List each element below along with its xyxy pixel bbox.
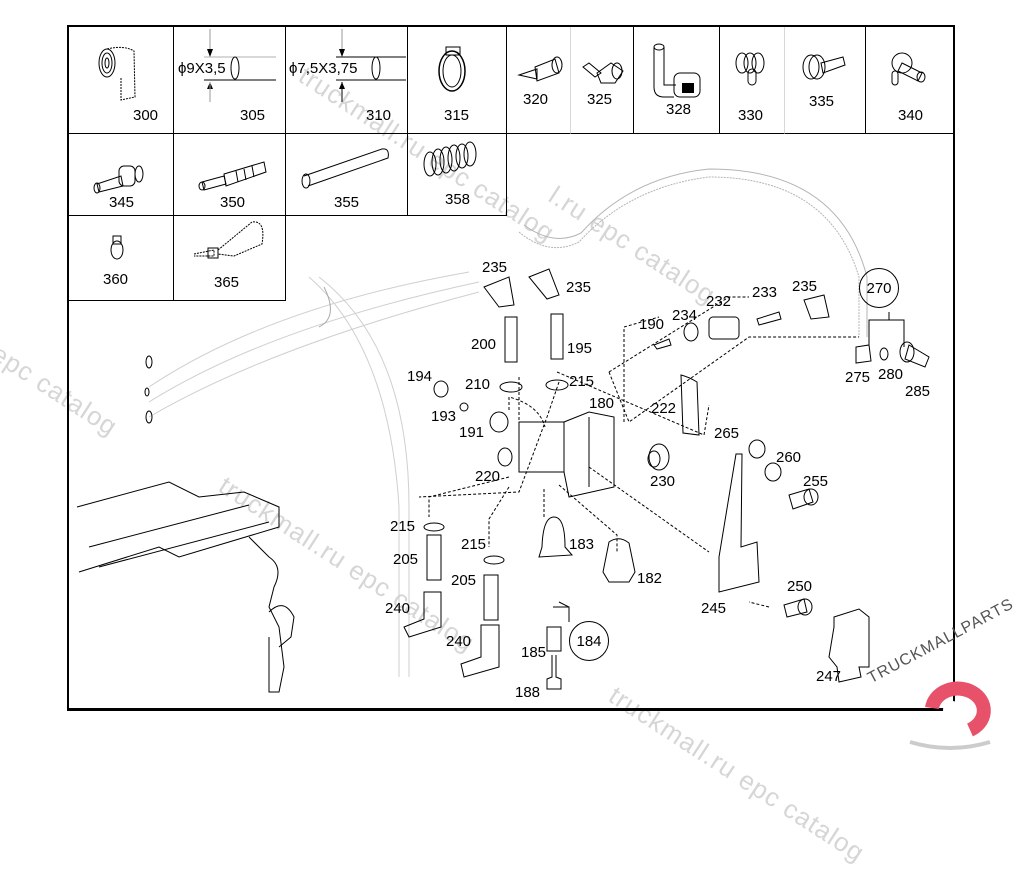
kit-cell-328[interactable]: 328 xyxy=(634,27,720,134)
kit-cell-310[interactable]: ϕ7,5X3,75 310 xyxy=(286,27,408,134)
kit-cell-340[interactable]: 340 xyxy=(866,27,955,134)
part-label-275[interactable]: 275 xyxy=(845,369,871,386)
part-label-234[interactable]: 234 xyxy=(672,307,698,324)
part-label-180[interactable]: 180 xyxy=(589,395,615,412)
part-label-222[interactable]: 222 xyxy=(651,400,677,417)
kit-label: 335 xyxy=(809,93,835,110)
kit-label: 328 xyxy=(666,101,692,118)
quick-connector-icon xyxy=(802,54,846,80)
part-label-191[interactable]: 191 xyxy=(459,424,485,441)
kit-label: 340 xyxy=(898,107,924,124)
part-label-205[interactable]: 205 xyxy=(451,572,477,589)
elbow-clip-icon xyxy=(891,52,926,86)
part-label-183[interactable]: 183 xyxy=(569,536,595,553)
part-label-280[interactable]: 280 xyxy=(878,366,904,383)
kit-cell-335[interactable]: 335 xyxy=(785,27,866,134)
kit-label: 345 xyxy=(109,194,135,211)
kit-cell-315[interactable]: 315 xyxy=(408,27,507,134)
part-label-182[interactable]: 182 xyxy=(637,570,663,587)
kit-cell-300[interactable]: 300 xyxy=(69,27,174,134)
part-label-200[interactable]: 200 xyxy=(471,336,497,353)
assembly-drawing xyxy=(76,168,930,693)
part-label-188[interactable]: 188 xyxy=(515,684,541,701)
kit-label: 310 xyxy=(366,107,392,124)
hose-dimension-icon xyxy=(204,29,276,102)
kit-cell-358[interactable]: 358 xyxy=(408,134,507,216)
elbow-connector-icon xyxy=(653,43,701,98)
part-label-240[interactable]: 240 xyxy=(446,633,472,650)
kit-label: 355 xyxy=(334,194,360,211)
part-label-232[interactable]: 232 xyxy=(706,293,732,310)
part-label-185[interactable]: 185 xyxy=(521,644,547,661)
part-label-245[interactable]: 245 xyxy=(701,600,727,617)
kit-label: 350 xyxy=(220,194,246,211)
part-label-255[interactable]: 255 xyxy=(803,473,829,490)
part-label-215[interactable]: 215 xyxy=(569,373,595,390)
kit-label: 325 xyxy=(587,91,613,108)
kit-label: 315 xyxy=(444,107,470,124)
part-label-195[interactable]: 195 xyxy=(567,340,593,357)
kit-label: 358 xyxy=(445,191,471,208)
assembly-184-callout[interactable]: 184 xyxy=(569,621,609,661)
assembly-270-callout[interactable]: 270 xyxy=(859,268,899,308)
part-label-260[interactable]: 260 xyxy=(776,449,802,466)
kit-cell-355[interactable]: 355 xyxy=(286,134,408,216)
part-label-235[interactable]: 235 xyxy=(566,279,592,296)
kit-cell-345[interactable]: 345 xyxy=(69,134,174,216)
hose-dimension: ϕ7,5X3,75 xyxy=(289,60,358,77)
hose-section-icon xyxy=(301,148,389,189)
gear-logo-icon xyxy=(909,681,991,750)
kit-label: 330 xyxy=(738,107,764,124)
kit-cell-305[interactable]: ϕ9X3,5 305 xyxy=(174,27,286,134)
part-label-250[interactable]: 250 xyxy=(787,578,813,595)
clip-connector-icon xyxy=(735,52,765,86)
barbed-connector-icon xyxy=(198,161,267,191)
kit-cell-360[interactable]: 360 xyxy=(69,216,174,301)
part-label-247[interactable]: 247 xyxy=(816,668,842,685)
part-label-265[interactable]: 265 xyxy=(714,425,740,442)
part-label-190[interactable]: 190 xyxy=(639,316,665,333)
kit-label: 360 xyxy=(103,271,129,288)
corrugated-hose-icon xyxy=(423,141,477,177)
pipe-connector-icon xyxy=(93,165,144,194)
part-label-215[interactable]: 215 xyxy=(390,518,416,535)
part-label-235[interactable]: 235 xyxy=(482,259,508,276)
connector-icon xyxy=(517,56,563,82)
kit-cell-330[interactable]: 330 xyxy=(720,27,785,134)
truckmallparts-logo: TRUCKMALLPARTS xyxy=(860,596,1024,750)
kit-label: 305 xyxy=(240,107,266,124)
cable-tie-icon xyxy=(193,221,264,259)
part-label-193[interactable]: 193 xyxy=(431,408,457,425)
hose-roll-icon xyxy=(98,46,136,101)
kit-label: 320 xyxy=(523,91,549,108)
small-clamp-icon xyxy=(110,235,124,260)
part-label-215[interactable]: 215 xyxy=(461,536,487,553)
kit-cell-350[interactable]: 350 xyxy=(174,134,286,216)
hose-clamp-icon xyxy=(438,46,466,92)
kit-cell-320[interactable]: 320 xyxy=(507,27,571,134)
part-label-235[interactable]: 235 xyxy=(792,278,818,295)
kit-label: 300 xyxy=(133,107,159,124)
part-label-210[interactable]: 210 xyxy=(465,376,491,393)
part-label-230[interactable]: 230 xyxy=(650,473,676,490)
part-label-205[interactable]: 205 xyxy=(393,551,419,568)
part-label-240[interactable]: 240 xyxy=(385,600,411,617)
diagram-frame: 300 ϕ9X3,5 305 ϕ7,5X3,75 310 xyxy=(67,25,955,711)
kit-cell-365[interactable]: 365 xyxy=(174,216,286,301)
part-label-285[interactable]: 285 xyxy=(905,383,931,400)
part-label-233[interactable]: 233 xyxy=(752,284,778,301)
part-label-220[interactable]: 220 xyxy=(475,468,501,485)
part-label-194[interactable]: 194 xyxy=(407,368,433,385)
hose-dimension: ϕ9X3,5 xyxy=(178,60,226,77)
kit-cell-325[interactable]: 325 xyxy=(571,27,634,134)
angled-connector-icon xyxy=(582,62,624,84)
kit-label: 365 xyxy=(214,274,240,291)
hose-dimension-icon xyxy=(336,29,406,102)
